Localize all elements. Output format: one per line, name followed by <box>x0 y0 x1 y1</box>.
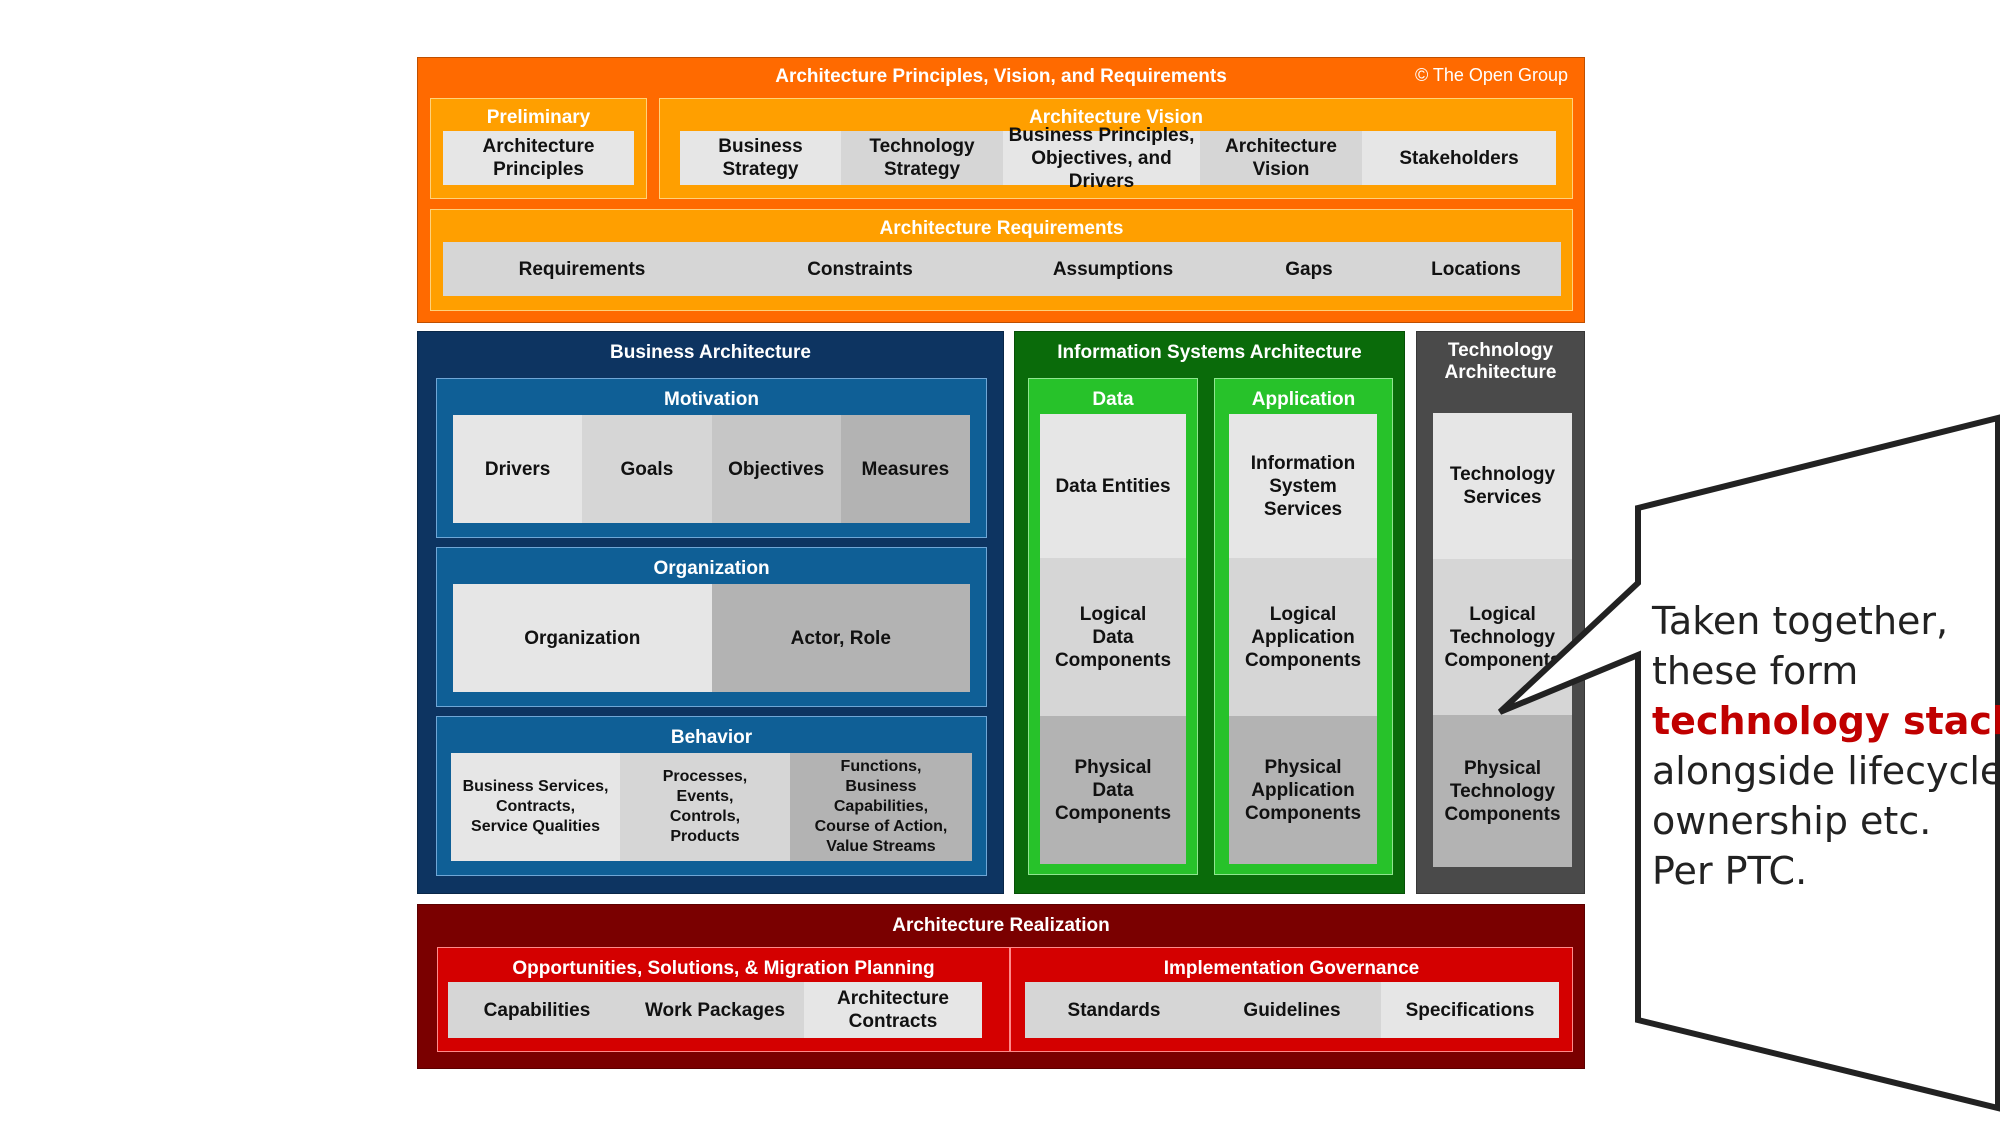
principles-section-title: Architecture Principles, Vision, and Req… <box>775 66 1227 87</box>
preliminary-box: Preliminary Architecture Principles <box>430 98 647 199</box>
behavior-items-row: Business Services, Contracts, Service Qu… <box>451 753 972 861</box>
data-item-physical-data-components: Physical Data Components <box>1040 716 1186 864</box>
vision-item-technology-strategy: Technology Strategy <box>841 131 1003 185</box>
vision-item-business-principles: Business Principles, Objectives, and Dri… <box>1003 125 1200 192</box>
organization-items-row: Organization Actor, Role <box>453 584 970 692</box>
implementation-governance-box: Implementation Governance Standards Guid… <box>1010 947 1573 1052</box>
requirements-item-requirements: Requirements <box>443 242 721 296</box>
governance-item-specifications: Specifications <box>1381 982 1559 1038</box>
information-systems-title: Information Systems Architecture <box>1057 342 1362 363</box>
architecture-vision-box: Architecture Vision Business Strategy Te… <box>659 98 1573 199</box>
motivation-title: Motivation <box>664 389 759 410</box>
data-item-logical-data-components: Logical Data Components <box>1040 558 1186 716</box>
technology-architecture-title: Technology Architecture <box>1444 340 1557 383</box>
preliminary-title: Preliminary <box>486 107 591 128</box>
callout-text: Taken together, these form technology st… <box>1652 596 2000 896</box>
implementation-governance-title: Implementation Governance <box>1163 958 1420 979</box>
motivation-item-objectives: Objectives <box>711 415 841 523</box>
technology-item-technology-services: Technology Services <box>1433 413 1572 559</box>
technology-item-physical-technology-components: Physical Technology Components <box>1433 715 1572 867</box>
application-title: Application <box>1251 389 1356 410</box>
governance-items-row: Standards Guidelines Specifications <box>1025 982 1559 1038</box>
architecture-realization-title: Architecture Realization <box>892 915 1110 936</box>
behavior-item-functions: Functions, Business Capabilities, Course… <box>790 753 972 861</box>
requirements-item-gaps: Gaps <box>1227 242 1391 296</box>
architecture-principles-cell: Architecture Principles <box>443 131 634 185</box>
behavior-title: Behavior <box>670 727 753 748</box>
motivation-box: Motivation Drivers Goals Objectives Meas… <box>436 378 987 538</box>
motivation-item-measures: Measures <box>840 415 970 523</box>
opportunities-item-architecture-contracts: Architecture Contracts <box>804 982 982 1038</box>
requirements-item-assumptions: Assumptions <box>999 242 1227 296</box>
callout-line-6: Per PTC. <box>1652 849 1808 893</box>
behavior-item-business-services: Business Services, Contracts, Service Qu… <box>451 753 620 861</box>
data-items-column: Data Entities Logical Data Components Ph… <box>1040 414 1186 864</box>
vision-item-business-strategy: Business Strategy <box>680 131 841 185</box>
data-box: Data Data Entities Logical Data Componen… <box>1028 378 1198 875</box>
application-item-physical-application-components: Physical Application Components <box>1229 716 1377 864</box>
behavior-item-processes: Processes, Events, Controls, Products <box>620 753 790 861</box>
business-architecture-section: Business Architecture Motivation Drivers… <box>417 331 1004 894</box>
requirements-item-constraints: Constraints <box>721 242 999 296</box>
application-box: Application Information System Services … <box>1214 378 1393 875</box>
motivation-item-drivers: Drivers <box>453 415 583 523</box>
motivation-item-goals: Goals <box>582 415 712 523</box>
opportunities-box: Opportunities, Solutions, & Migration Pl… <box>437 947 1010 1052</box>
organization-item-organization: Organization <box>453 584 712 692</box>
vision-item-architecture-vision: Architecture Vision <box>1200 131 1362 185</box>
opportunities-item-work-packages: Work Packages <box>626 982 804 1038</box>
information-systems-architecture-section: Information Systems Architecture Data Da… <box>1014 331 1405 894</box>
technology-items-column: Technology Services Logical Technology C… <box>1433 413 1572 867</box>
callout-line-1: Taken together, <box>1652 599 1949 643</box>
requirements-item-locations: Locations <box>1391 242 1561 296</box>
governance-item-guidelines: Guidelines <box>1203 982 1381 1038</box>
data-item-data-entities: Data Entities <box>1040 414 1186 558</box>
opportunities-title: Opportunities, Solutions, & Migration Pl… <box>512 958 935 979</box>
application-item-logical-application-components: Logical Application Components <box>1229 558 1377 716</box>
architecture-vision-title: Architecture Vision <box>1029 107 1203 128</box>
opportunities-items-row: Capabilities Work Packages Architecture … <box>448 982 982 1038</box>
application-item-information-system-services: Information System Services <box>1229 414 1377 558</box>
architecture-requirements-box: Architecture Requirements Requirements C… <box>430 209 1573 311</box>
callout-line-5: ownership etc. <box>1652 799 1932 843</box>
callout-line-4: alongside lifecycle, <box>1652 749 2000 793</box>
organization-box: Organization Organization Actor, Role <box>436 547 987 707</box>
business-architecture-title: Business Architecture <box>610 342 811 363</box>
vision-items-row: Business Strategy Technology Strategy Bu… <box>680 125 1556 192</box>
copyright-label: © The Open Group <box>1414 65 1568 85</box>
organization-title: Organization <box>653 558 770 579</box>
technology-architecture-section: Technology Architecture Technology Servi… <box>1416 331 1585 894</box>
data-title: Data <box>1092 389 1134 410</box>
opportunities-item-capabilities: Capabilities <box>448 982 626 1038</box>
principles-vision-requirements-section: Architecture Principles, Vision, and Req… <box>417 57 1585 323</box>
organization-item-actor-role: Actor, Role <box>711 584 970 692</box>
callout-line-2: these form <box>1652 649 1859 693</box>
vision-item-stakeholders: Stakeholders <box>1362 131 1556 185</box>
behavior-box: Behavior Business Services, Contracts, S… <box>436 716 987 876</box>
architecture-requirements-title: Architecture Requirements <box>879 218 1124 239</box>
requirements-items-row: Requirements Constraints Assumptions Gap… <box>443 242 1561 296</box>
motivation-items-row: Drivers Goals Objectives Measures <box>453 415 970 523</box>
governance-item-standards: Standards <box>1025 982 1203 1038</box>
application-items-column: Information System Services Logical Appl… <box>1229 414 1377 864</box>
architecture-realization-section: Architecture Realization Opportunities, … <box>417 904 1585 1069</box>
callout-highlight: technology stacks <box>1652 699 2000 743</box>
